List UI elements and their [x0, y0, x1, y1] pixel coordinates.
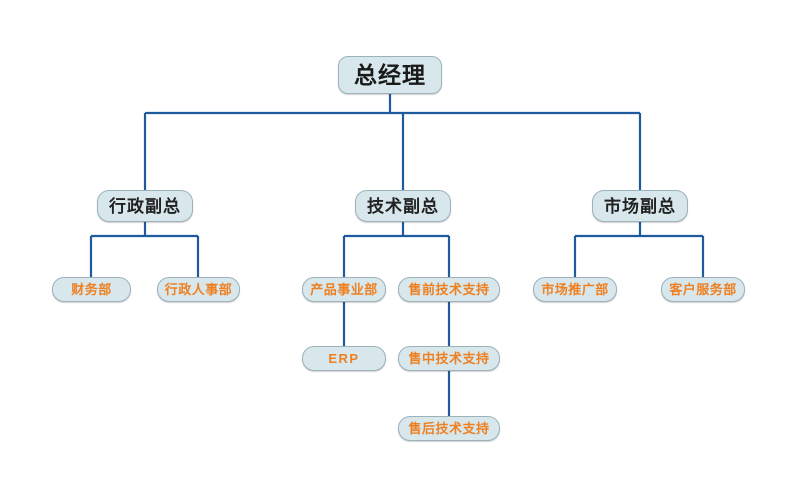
org-node-label-admin-hr-dept: 行政人事部: [164, 282, 233, 297]
connector-general-manager-to-vice-presidents: [143, 94, 642, 190]
org-node-label-customer-service-dept: 客户服务部: [669, 282, 737, 297]
connector-market-vp-to-departments: [573, 222, 705, 277]
org-node-admin-hr-dept[interactable]: 行政人事部: [157, 277, 240, 302]
org-node-label-aftersales-support: 售后技术支持: [408, 421, 490, 436]
org-node-general-manager[interactable]: 总经理: [338, 56, 442, 94]
org-node-admin-vp[interactable]: 行政副总: [97, 190, 193, 222]
org-node-label-presales-support: 售前技术支持: [408, 282, 490, 297]
org-node-midsales-support[interactable]: 售中技术支持: [398, 346, 500, 371]
org-node-label-general-manager: 总经理: [354, 61, 426, 88]
org-node-label-market-vp: 市场副总: [604, 196, 676, 216]
org-node-label-admin-vp: 行政副总: [109, 196, 181, 216]
org-node-label-tech-vp: 技术副总: [367, 196, 439, 216]
org-node-customer-service-dept[interactable]: 客户服务部: [661, 277, 745, 302]
org-node-label-erp-unit: ERP: [328, 351, 360, 366]
org-node-label-market-promo-dept: 市场推广部: [541, 282, 609, 297]
org-node-product-division[interactable]: 产品事业部: [302, 277, 386, 302]
org-node-market-vp[interactable]: 市场副总: [592, 190, 688, 222]
org-node-market-promo-dept[interactable]: 市场推广部: [533, 277, 617, 302]
org-node-tech-vp[interactable]: 技术副总: [355, 190, 451, 222]
org-node-finance-dept[interactable]: 财务部: [52, 277, 131, 302]
org-node-aftersales-support[interactable]: 售后技术支持: [398, 416, 500, 441]
connector-admin-vp-to-departments: [89, 222, 200, 277]
org-node-presales-support[interactable]: 售前技术支持: [398, 277, 500, 302]
connector-tech-vp-to-departments: [342, 222, 451, 277]
org-node-erp-unit[interactable]: ERP: [302, 346, 386, 371]
org-node-label-midsales-support: 售中技术支持: [408, 351, 490, 366]
org-node-label-finance-dept: 财务部: [71, 282, 112, 297]
org-node-label-product-division: 产品事业部: [310, 282, 378, 297]
